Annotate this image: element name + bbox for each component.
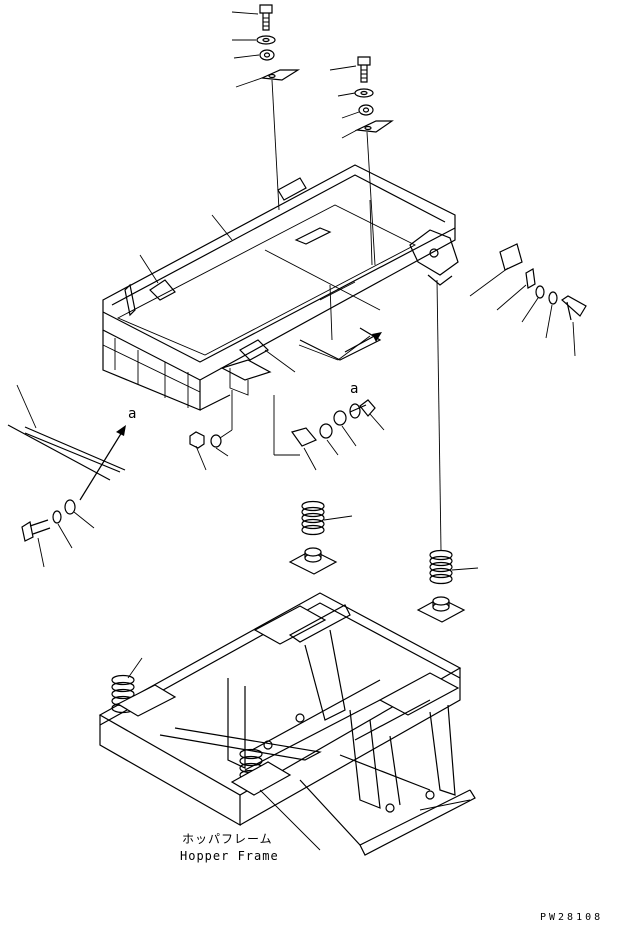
caption-english: Hopper Frame (180, 849, 279, 863)
bolt-stack-left (231, 4, 301, 211)
drawing-code: PW28108 (540, 912, 603, 923)
arrow-upper (344, 332, 382, 353)
left-liner (7, 384, 126, 481)
spring-right (429, 279, 479, 585)
seat-plate-center (288, 547, 338, 575)
spring-center (301, 500, 353, 536)
upper-frame-leaders (139, 214, 509, 456)
detail-mark-upper: a (350, 381, 358, 397)
left-fasteners (21, 425, 126, 568)
middle-fasteners (189, 399, 385, 471)
bolt-stack-right (329, 56, 394, 266)
lower-frame (98, 592, 476, 856)
right-fasteners (496, 268, 587, 357)
caption-japanese: ホッパフレーム (182, 832, 273, 846)
detail-mark-left: a (128, 406, 136, 422)
upper-hopper-frame (102, 164, 523, 411)
seat-plate-right (416, 596, 466, 623)
